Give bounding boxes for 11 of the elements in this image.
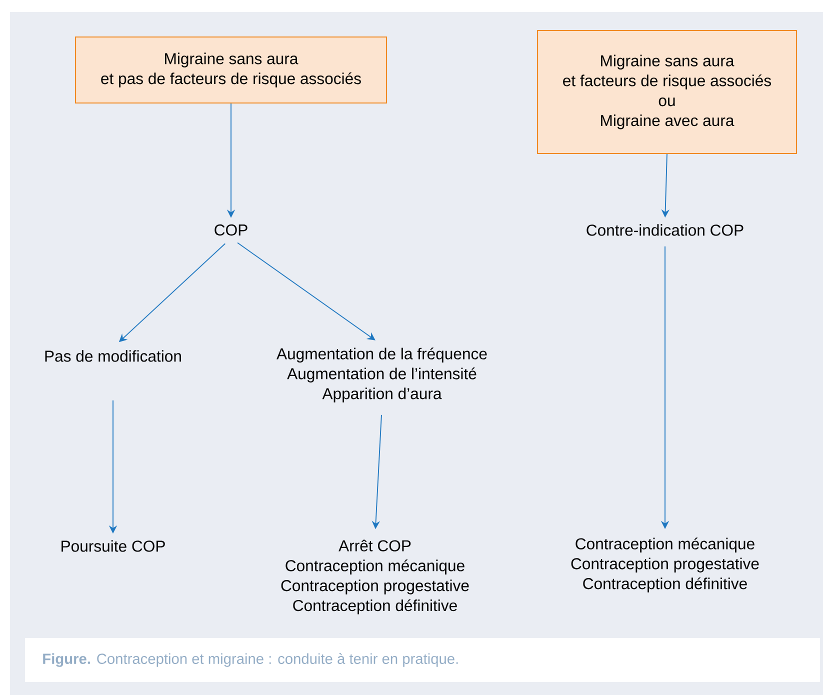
step-text: Contre-indication COP xyxy=(586,224,744,236)
step-text: Augmentation de la fréquence Augmentation de l’intensité Apparition d’aura xyxy=(276,348,487,402)
step-text: Arrêt COP Contraception mécanique Contraception progestative Contraception définitive xyxy=(281,540,469,614)
step-text: COP xyxy=(214,224,248,236)
step-text: Poursuite COP xyxy=(62,540,165,552)
condition-box: Migraine sans aura et facteurs de risque associés ou Migraine avec aura xyxy=(536,30,798,154)
step-text: Pas de modification xyxy=(45,350,181,362)
condition-box: Migraine sans aura et pas de facteurs de risque associés xyxy=(74,36,388,104)
arrow xyxy=(237,242,376,340)
step-text: Contraception mécanique Contraception progestative Contraception définitive xyxy=(571,538,759,592)
caption-band: Figure. Contraception et migraine : conduite à tenir en pratique. xyxy=(25,638,820,682)
